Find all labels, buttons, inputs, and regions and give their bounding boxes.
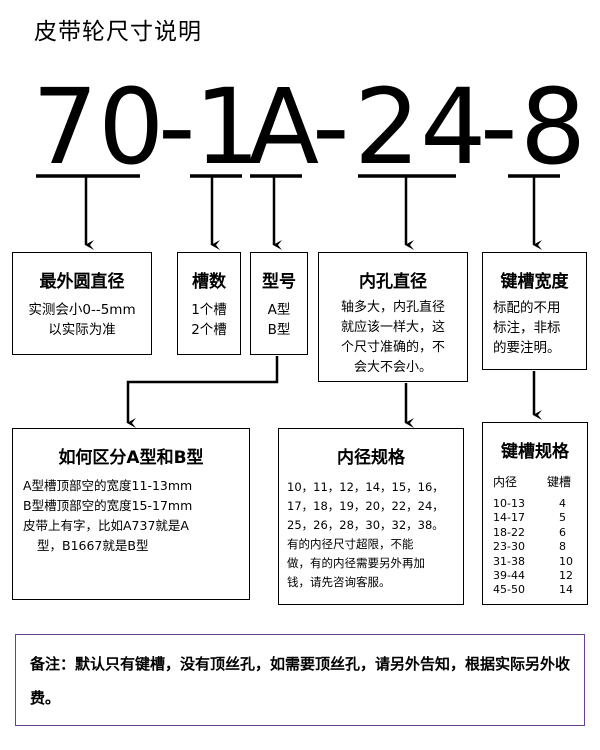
box-keyway-line-2: 标注，非标 <box>493 320 561 336</box>
box-type-title: 型号 <box>262 272 296 292</box>
code-dash-2: - <box>312 66 350 188</box>
box-distinguish-line-3: 皮带上有字，比如A737就是A <box>23 518 189 533</box>
keyway-spec-keyway-width: 8 <box>559 540 566 554</box>
box-bore-diameter: 内孔直径 轴多大，内孔直径 就应该一样大，这 个尺寸准确的，不 会大不会小。 <box>318 252 468 382</box>
keyway-spec-bore-range: 45-50 <box>493 583 525 597</box>
keyway-spec-bore-range: 39-44 <box>493 569 525 582</box>
note-box: 备注：默认只有键槽，没有顶丝孔，如需要顶丝孔，请另外告知，根据实际另外收费。 <box>15 634 585 726</box>
box-bore-line-4: 会大不会小。 <box>353 360 432 375</box>
box-distinguish-types: 如何区分A型和B型 A型槽顶部空的宽度11-13mm B型槽顶部空的宽度15-1… <box>12 428 250 600</box>
box-outer-diameter: 最外圆直径 实测会小0--5mm 以实际为准 <box>12 252 152 355</box>
box-type-line-1: A型 <box>267 302 291 318</box>
box-keyway-spec-title: 键槽规格 <box>501 442 569 462</box>
box-bore-spec: 内径规格 10，11，12，14，15，16， 17，18，19，20，22，2… <box>278 428 464 605</box>
box-bore-spec-line-2: 17，18，19，20，22，24， <box>287 499 444 513</box>
keyway-spec-bore-range: 18-22 <box>493 525 525 539</box>
page-title: 皮带轮尺寸说明 <box>34 19 202 45</box>
box-bore-title: 内孔直径 <box>359 272 427 292</box>
box-keyway-spec: 键槽规格 内径 键槽 10-13 4 14-17 5 18-22 6 23-30 8 31-38… <box>482 422 588 605</box>
code-groove-count: 1 <box>194 66 261 188</box>
box-grooves-line-1: 1个槽 <box>191 302 227 318</box>
keyway-spec-bore-range: 23-30 <box>493 540 525 554</box>
box-keyway-line-1: 标配的不用 <box>493 300 561 316</box>
box-bore-spec-line-6: 钱，请先咨询客服。 <box>287 575 391 589</box>
box-bore-line-1: 轴多大，内孔直径 <box>340 300 445 315</box>
keyway-spec-header-bore: 内径 <box>493 475 518 489</box>
box-outer-line-2: 以实际为准 <box>48 322 116 338</box>
box-outer-title: 最外圆直径 <box>39 272 125 292</box>
box-type-line-2: B型 <box>267 322 291 338</box>
code-dash-3: - <box>480 66 518 188</box>
box-keyway-width: 键槽宽度 标配的不用 标注，非标 的要注明。 <box>482 252 587 370</box>
keyway-spec-keyway-width: 14 <box>559 583 573 597</box>
code-belt-type: A <box>248 66 320 188</box>
box-distinguish-title: 如何区分A型和B型 <box>58 448 204 468</box>
box-groove-count: 槽数 1个槽 2个槽 <box>177 252 241 355</box>
box-bore-line-3: 个尺寸准确的，不 <box>340 340 445 355</box>
box-outer-line-1: 实测会小0--5mm <box>28 302 136 318</box>
box-bore-spec-line-3: 25，26，28，30，32，38。 <box>287 518 444 532</box>
box-distinguish-line-4: 型，B1667就是B型 <box>37 538 149 553</box>
box-bore-spec-line-5: 做，有的内径需要另外再加 <box>287 556 425 570</box>
box-distinguish-line-2: B型槽顶部空的宽度15-17mm <box>23 498 193 513</box>
code-keyway-width: 8 <box>520 66 587 188</box>
code-outer-diameter: 70 <box>32 66 165 188</box>
box-distinguish-line-1: A型槽顶部空的宽度11-13mm <box>23 478 193 493</box>
box-keyway-line-3: 的要注明。 <box>493 340 561 356</box>
box-bore-spec-line-4: 有的内径尺寸超限，不能 <box>287 537 414 551</box>
keyway-spec-keyway-width: 12 <box>559 569 573 582</box>
box-bore-line-2: 就应该一样大，这 <box>340 320 445 335</box>
code-bore-diameter: 24 <box>354 66 487 188</box>
code-dash-1: - <box>158 66 196 188</box>
code-row: 70 - 1 A - 24 - 8 <box>32 72 600 182</box>
keyway-spec-keyway-width: 10 <box>559 554 573 568</box>
keyway-spec-keyway-width: 6 <box>559 525 566 539</box>
box-bore-spec-title: 内径规格 <box>337 448 405 468</box>
box-keyway-title: 键槽宽度 <box>500 272 569 292</box>
box-bore-spec-line-1: 10，11，12，14，15，16， <box>287 480 444 494</box>
box-belt-type: 型号 A型 B型 <box>250 252 308 355</box>
box-grooves-line-2: 2个槽 <box>191 322 227 338</box>
box-grooves-title: 槽数 <box>192 272 226 292</box>
keyway-spec-keyway-width: 5 <box>559 511 566 525</box>
keyway-spec-header-keyway: 键槽 <box>547 475 572 489</box>
arrow-type-to-distinguish <box>126 356 279 428</box>
keyway-spec-bore-range: 31-38 <box>493 554 525 568</box>
keyway-spec-keyway-width: 4 <box>559 497 566 510</box>
keyway-spec-bore-range: 10-13 <box>493 497 525 510</box>
keyway-spec-bore-range: 14-17 <box>493 511 525 525</box>
